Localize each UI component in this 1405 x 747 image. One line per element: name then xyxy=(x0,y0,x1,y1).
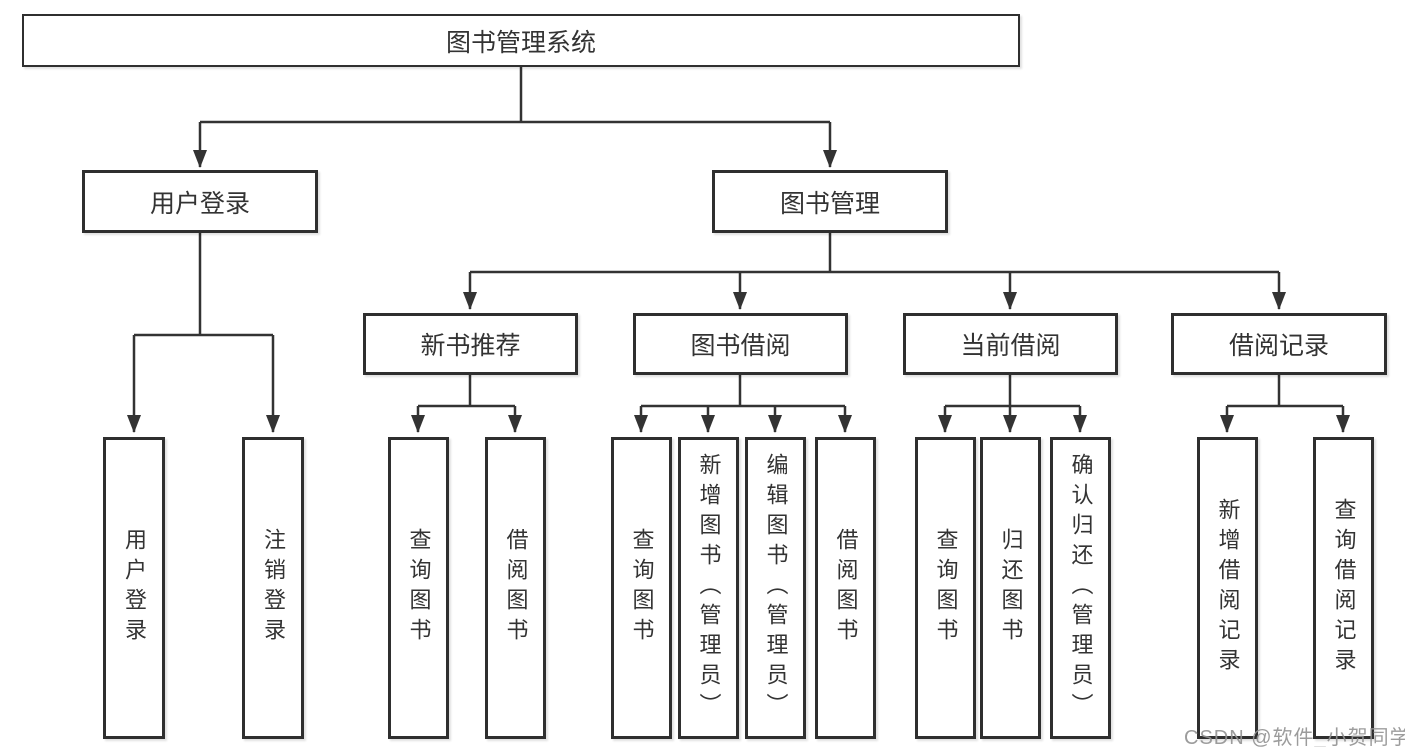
leaf-add-book-admin: 新增图书（管理员） xyxy=(678,437,739,739)
node-book-management: 图书管理 xyxy=(712,170,948,233)
leaf-query-books-recommend: 查询图书 xyxy=(388,437,449,739)
leaf-add-borrow-record: 新增借阅记录 xyxy=(1197,437,1258,739)
node-user-login: 用户登录 xyxy=(82,170,318,233)
watermark: CSDN @软件_小贺同学 xyxy=(1184,727,1405,747)
leaf-query-borrow-record: 查询借阅记录 xyxy=(1313,437,1374,739)
node-current-borrowing: 当前借阅 xyxy=(903,313,1118,375)
node-book-management-system: 图书管理系统 xyxy=(22,14,1020,67)
leaf-user-login: 用户登录 xyxy=(103,437,165,739)
leaf-return-books: 归还图书 xyxy=(980,437,1041,739)
leaf-logout: 注销登录 xyxy=(242,437,304,739)
leaf-confirm-return-admin: 确认归还（管理员） xyxy=(1050,437,1111,739)
leaf-borrow-books-recommend: 借阅图书 xyxy=(485,437,546,739)
leaf-edit-book-admin: 编辑图书（管理员） xyxy=(745,437,806,739)
leaf-query-books-borrow: 查询图书 xyxy=(611,437,672,739)
leaf-borrow-books: 借阅图书 xyxy=(815,437,876,739)
node-borrowing-records: 借阅记录 xyxy=(1171,313,1387,375)
node-book-borrowing: 图书借阅 xyxy=(633,313,848,375)
node-new-book-recommendation: 新书推荐 xyxy=(363,313,578,375)
leaf-query-books-current: 查询图书 xyxy=(915,437,976,739)
